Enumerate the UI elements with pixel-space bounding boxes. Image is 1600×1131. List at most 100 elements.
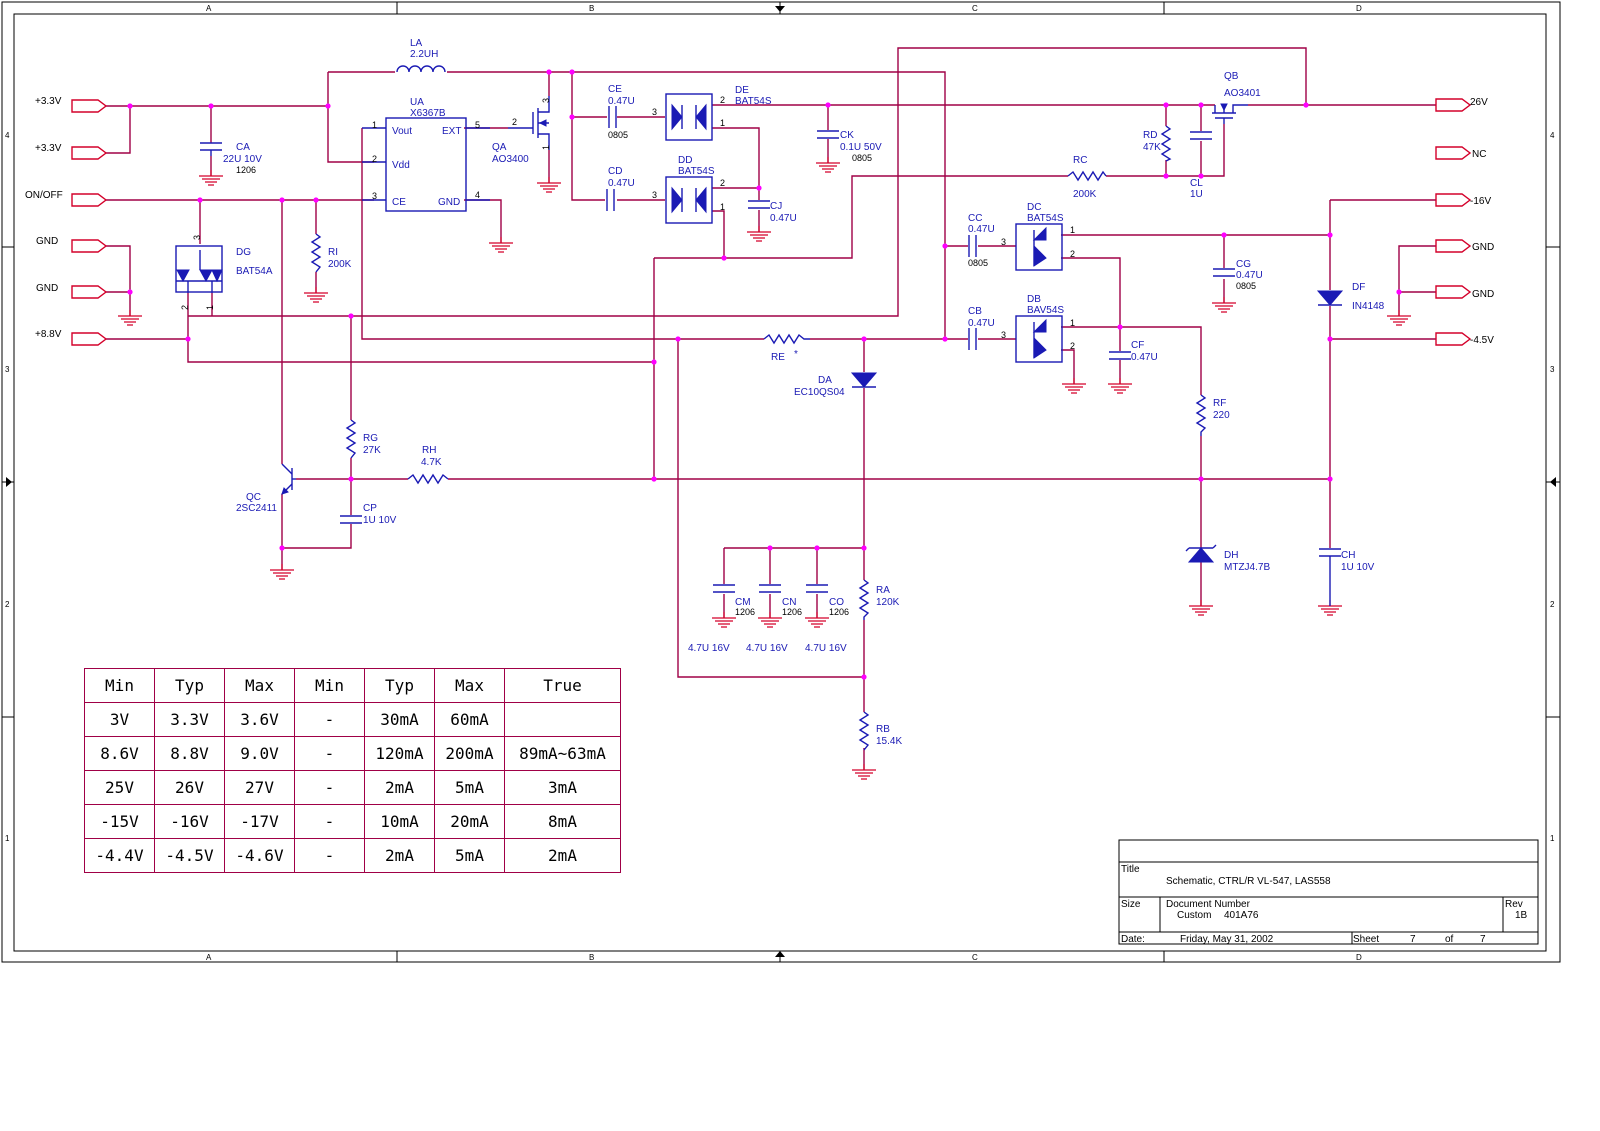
ra-value: 120K xyxy=(876,597,900,608)
diode-da: DA EC10QS04 xyxy=(794,372,878,398)
table-cell: 26V xyxy=(154,770,225,805)
capacitor-cj: CJ 0.47U xyxy=(748,200,797,224)
ground-icon xyxy=(758,612,782,628)
table-cell: 25V xyxy=(84,770,155,805)
re-ref: RE xyxy=(771,352,785,363)
ground-icon xyxy=(199,170,223,186)
table-cell: 27V xyxy=(224,770,295,805)
capacitor-ce: CE 0.47U 0805 xyxy=(608,84,635,140)
table-header-cell: Min xyxy=(84,668,155,703)
cd-value: 0.47U xyxy=(608,178,635,189)
drawing-frame: A B C D A B C D 4 3 2 1 4 3 2 1 xyxy=(1,1,1561,963)
ca-pkg: 1206 xyxy=(236,165,256,175)
wires xyxy=(106,47,1436,770)
zone-col-d-top: D xyxy=(1356,4,1362,13)
dc-value: BAT54S xyxy=(1027,213,1064,224)
table-cell: 30mA xyxy=(364,702,435,737)
table-cell: 3mA xyxy=(504,770,621,805)
port-label: GND xyxy=(1472,242,1494,253)
cf-ref: CF xyxy=(1131,340,1144,351)
cb-value: 0.47U xyxy=(968,318,995,329)
tb-of-label: of xyxy=(1445,934,1454,945)
table-cell: - xyxy=(294,736,365,771)
tb-rev: 1B xyxy=(1515,910,1528,921)
cg-value: 0.47U xyxy=(1236,270,1263,281)
dg-pin: 2 xyxy=(180,305,190,310)
port-label: -16V xyxy=(1470,196,1491,207)
capacitor-cl: CL 1U xyxy=(1190,131,1212,200)
table-header-cell: Typ xyxy=(154,668,225,703)
la-value: 2.2UH xyxy=(410,49,438,60)
qa-value: AO3400 xyxy=(492,154,529,165)
resistor-re: RE * xyxy=(763,333,810,363)
dd-pin: 2 xyxy=(720,178,725,188)
capacitor-cp: CP 1U 10V xyxy=(340,503,397,526)
tb-rev-label: Rev xyxy=(1505,899,1523,910)
cj-ref: CJ xyxy=(770,201,782,212)
table-cell: 20mA xyxy=(434,804,505,839)
ca-value: 22U 10V xyxy=(223,154,262,165)
table-header-cell: Max xyxy=(224,668,295,703)
qc-value: 2SC2411 xyxy=(236,503,277,514)
cg-pkg: 0805 xyxy=(1236,281,1256,291)
ua-ref: UA xyxy=(410,97,424,108)
table-header-cell: Min xyxy=(294,668,365,703)
ce-ref: CE xyxy=(608,84,622,95)
ri-value: 200K xyxy=(328,259,352,270)
dg-pin: 1 xyxy=(205,305,215,310)
port-nc xyxy=(1435,146,1472,160)
zone-col-b-top: B xyxy=(589,4,594,13)
cf-value: 0.47U xyxy=(1131,352,1158,363)
cp-ref: CP xyxy=(363,503,377,514)
capacitor-cg: CG 0.47U 0805 xyxy=(1213,259,1263,291)
left-ports: +3.3V +3.3V ON/OFF GND GND +8.8V xyxy=(25,96,108,346)
tb-sheet: 7 xyxy=(1410,934,1416,945)
zone-col-d-bottom: D xyxy=(1356,953,1362,962)
zone-row-3-left: 3 xyxy=(5,365,10,374)
dd-pin: 1 xyxy=(720,202,725,212)
table-cell: - xyxy=(294,770,365,805)
table-cell: -17V xyxy=(224,804,295,839)
ua-pin-ext: EXT xyxy=(442,126,461,137)
tb-title: Schematic, CTRL/R VL-547, LAS558 xyxy=(1166,876,1331,887)
ground-icon xyxy=(816,157,840,173)
diode-pack-dd: DD BAT54S 3 2 1 xyxy=(652,155,725,224)
ua-pin-gnd: GND xyxy=(438,197,460,208)
ce-value: 0.47U xyxy=(608,96,635,107)
ua-pinnum: 3 xyxy=(372,191,377,201)
ua-pin-ce: CE xyxy=(392,197,406,208)
bjt-qc: QC 2SC2411 xyxy=(236,463,296,514)
inductor-la: LA 2.2UH xyxy=(396,38,446,73)
dh-ref: DH xyxy=(1224,550,1238,561)
table-cell xyxy=(504,702,621,737)
port-label: +3.3V xyxy=(35,143,62,154)
tb-docnum-label: Document Number xyxy=(1166,899,1251,910)
cd-ref: CD xyxy=(608,166,622,177)
rf-ref: RF xyxy=(1213,398,1226,409)
ground-icon xyxy=(1212,297,1236,313)
table-cell: 8.6V xyxy=(84,736,155,771)
db-ref: DB xyxy=(1027,294,1041,305)
de-pin: 2 xyxy=(720,95,725,105)
dc-pin: 2 xyxy=(1070,249,1075,259)
qb-ref: QB xyxy=(1224,71,1239,82)
de-value: BAT54S xyxy=(735,96,772,107)
port-label: GND xyxy=(36,283,58,294)
zone-row-2-left: 2 xyxy=(5,600,10,609)
cc-pkg: 0805 xyxy=(968,258,988,268)
zone-col-c-top: C xyxy=(972,4,978,13)
table-cell: 5mA xyxy=(434,770,505,805)
zener-dh: DH MTZJ4.7B xyxy=(1185,544,1270,573)
port-label: +8.8V xyxy=(35,329,62,340)
capacitor-cm: CM 1206 4.7U 16V xyxy=(688,584,755,654)
db-pin: 1 xyxy=(1070,318,1075,328)
ground-icon xyxy=(1108,378,1132,394)
table-cell: 120mA xyxy=(364,736,435,771)
port-minus-16v xyxy=(1435,193,1472,207)
resistor-ri: RI 200K xyxy=(310,233,352,273)
zone-col-a-top: A xyxy=(206,4,212,13)
resistor-rf: RF 220 xyxy=(1195,394,1230,436)
mosfet-qa: QA AO3400 3 2 1 xyxy=(492,96,551,165)
resistor-rb: RB 15.4K xyxy=(858,711,902,751)
